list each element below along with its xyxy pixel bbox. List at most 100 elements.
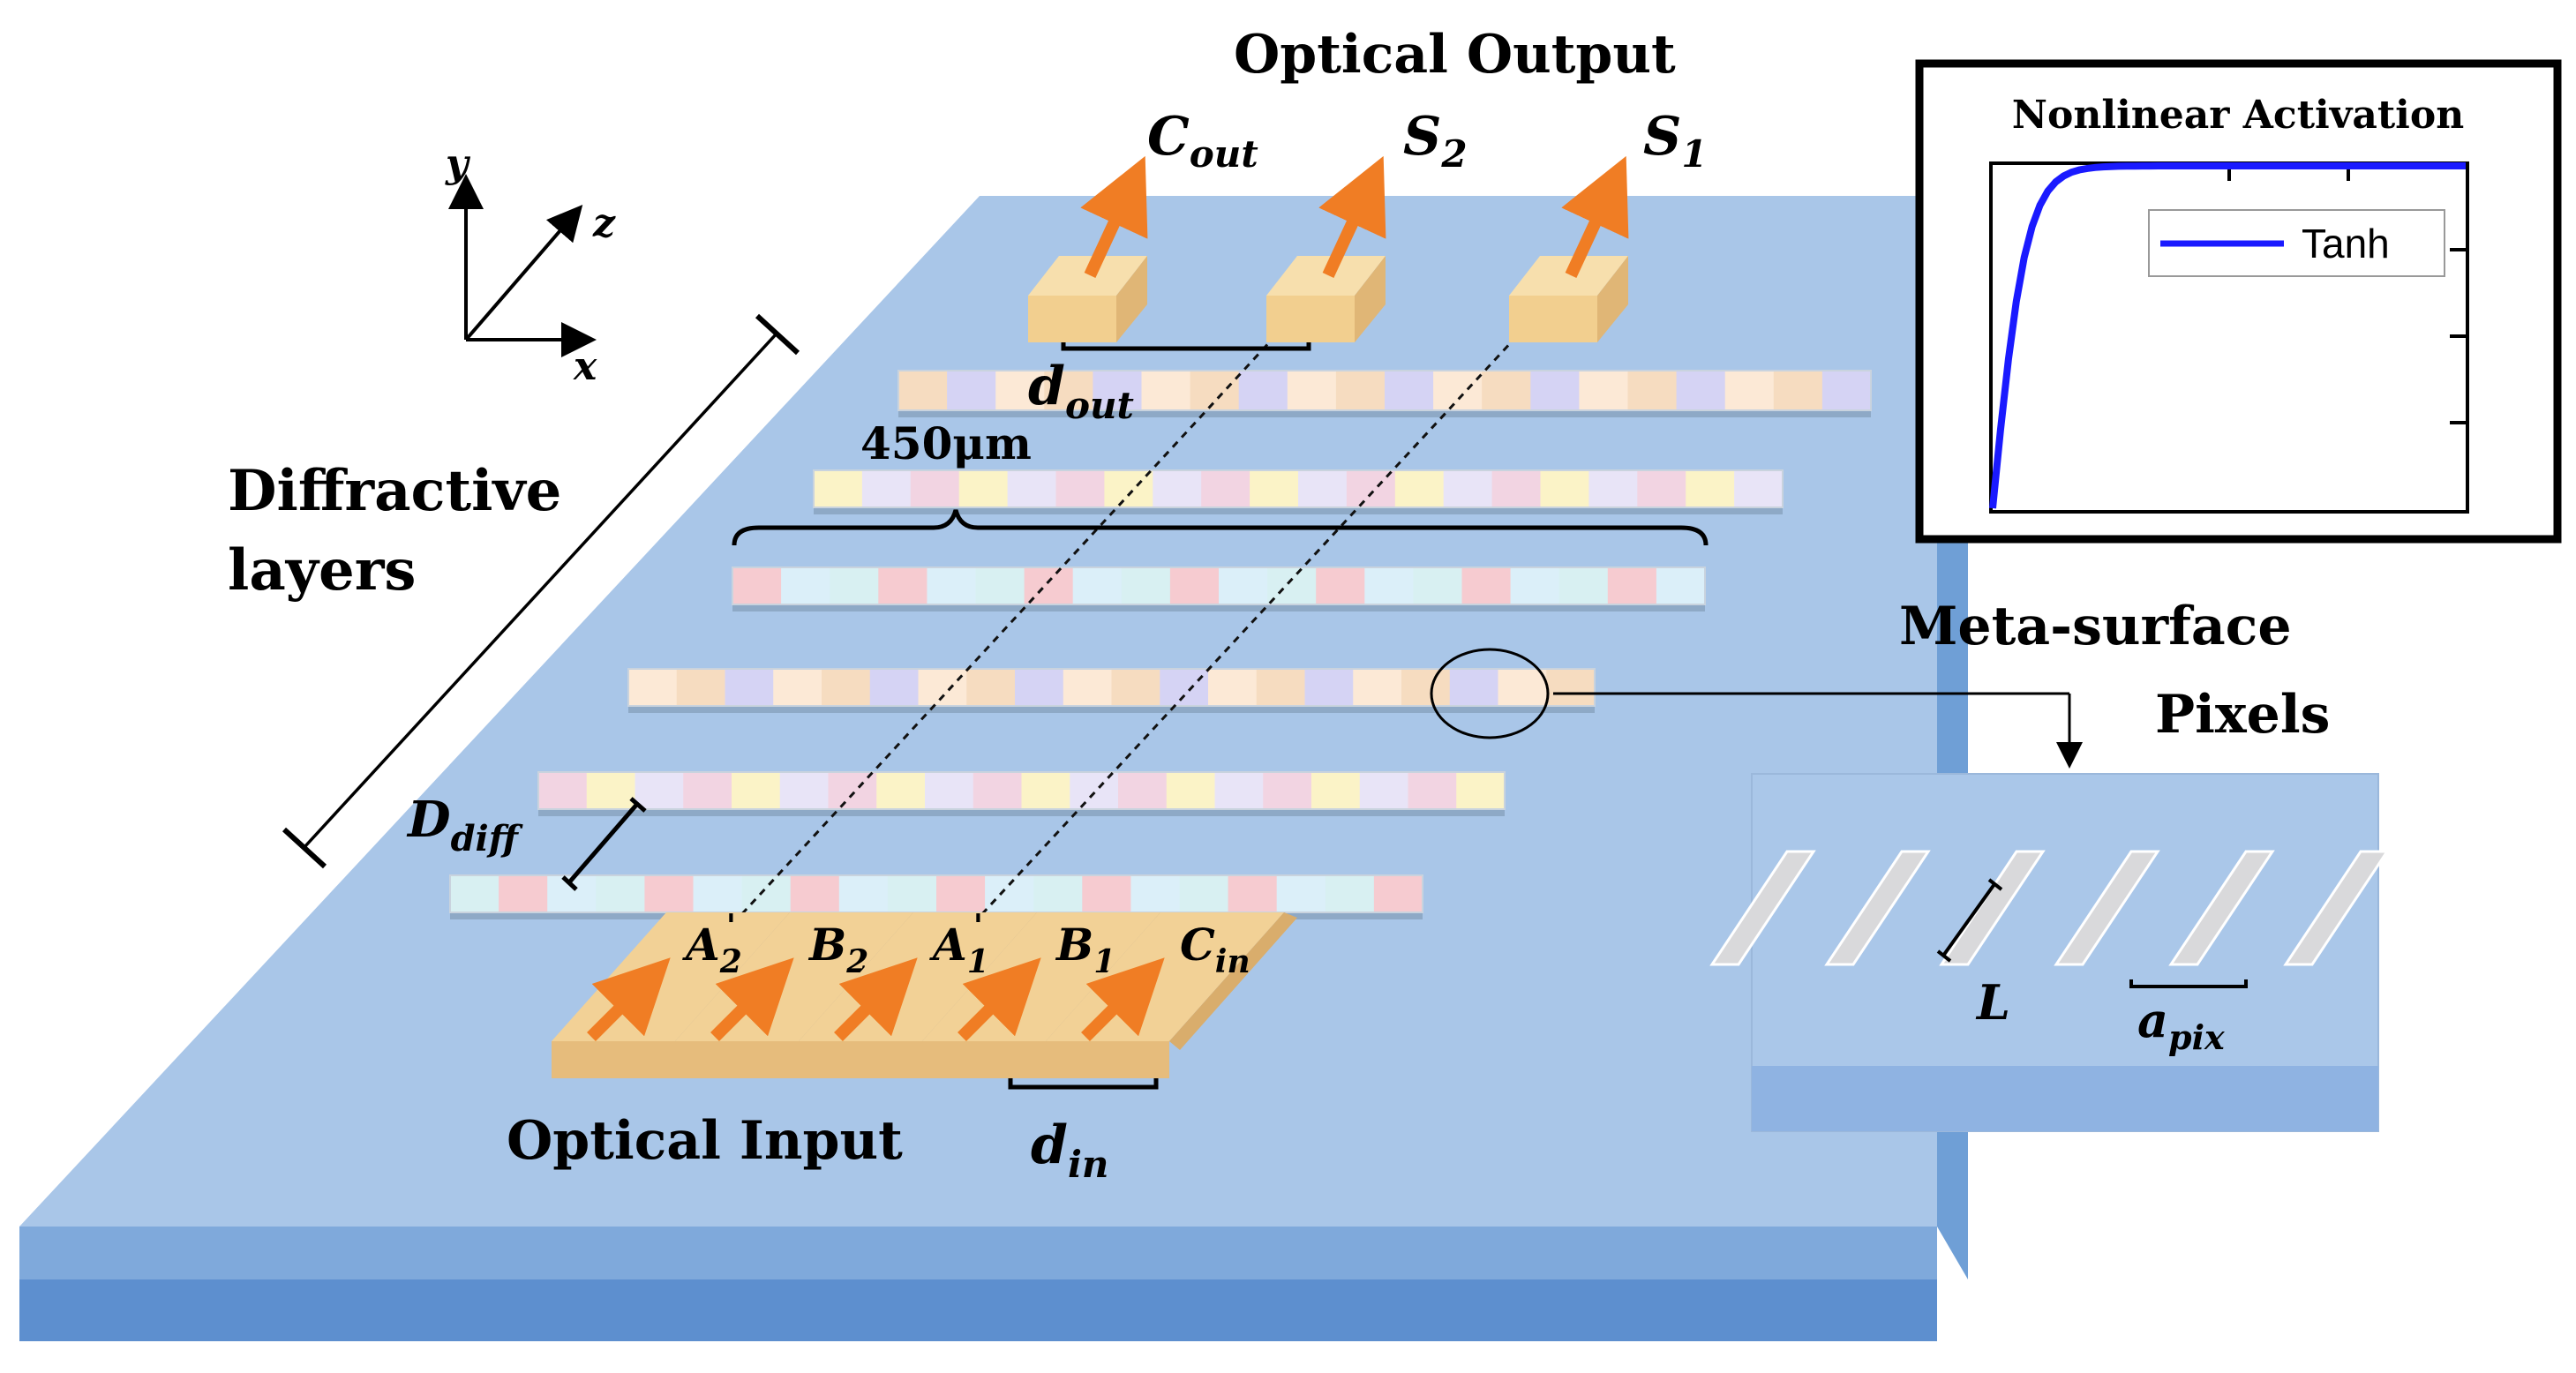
- diffractive-layers-title-2: layers: [228, 537, 416, 604]
- layer-pixel: [1007, 470, 1056, 507]
- meta-surface-slot: [1939, 850, 2046, 966]
- layer-pixel: [1676, 371, 1726, 410]
- input-arrow: [710, 957, 794, 1041]
- layer-pixel: [1456, 772, 1506, 809]
- layer-pixel: [1082, 875, 1131, 912]
- width-label: 450μm: [860, 417, 1032, 469]
- layer-pixel: [910, 470, 960, 507]
- layer-pixel: [1325, 875, 1375, 912]
- layer-pixel: [1179, 875, 1229, 912]
- layer-pixel: [822, 669, 871, 706]
- layer-pixel: [861, 470, 912, 507]
- layer-pixel: [1311, 772, 1361, 809]
- layer-pixel: [1093, 371, 1142, 410]
- layer-pixel: [918, 669, 967, 706]
- diffractive-layer-strip: [897, 370, 1872, 417]
- meta-surface-title-2: Pixels: [2155, 684, 2330, 746]
- diffractive-layer-strip: [537, 771, 1506, 816]
- input-label: A2': [682, 908, 742, 980]
- meta-surface-slots: [1709, 850, 2390, 966]
- layer-pixel: [1588, 470, 1638, 507]
- layer-pixel: [973, 772, 1022, 809]
- input-waveguide: Cin: [1046, 912, 1297, 1078]
- layer-pixel: [628, 669, 678, 706]
- layer-pixel: [676, 669, 725, 706]
- layer-pixel: [1166, 772, 1215, 809]
- layer-pixel: [1238, 371, 1288, 410]
- layer-pixel: [838, 875, 889, 912]
- layer-pixel: [1546, 669, 1596, 706]
- layer-pixel: [1656, 567, 1706, 604]
- layer-pixel: [1228, 875, 1278, 912]
- layer-pixel: [1153, 470, 1202, 507]
- z-axis-arrow: [464, 204, 583, 341]
- layer-pixel: [1686, 470, 1735, 507]
- layer-pixel: [995, 371, 1045, 410]
- d-diff-bracket: [567, 801, 640, 884]
- layer-pixel: [538, 772, 588, 809]
- input-arrow: [834, 957, 918, 1041]
- output-label: Cout: [1147, 106, 1258, 176]
- input-arrow: [1081, 957, 1165, 1041]
- layer-pixel: [1141, 371, 1191, 410]
- output-labels: Cout S2 S1: [1147, 106, 1708, 176]
- d-in-symbol: din: [1031, 1114, 1108, 1186]
- a-pix-symbol: apix: [2137, 992, 2226, 1057]
- layer-pixel: [1044, 371, 1093, 410]
- layer-pixel: [1482, 371, 1531, 410]
- layer-pixel: [1219, 567, 1268, 604]
- z-axis-label: z: [592, 201, 616, 246]
- output-label: S2: [1403, 106, 1468, 176]
- layer-pixel: [781, 567, 830, 604]
- output-waveguide: [1509, 155, 1629, 342]
- output-arrow: [1561, 155, 1629, 278]
- layer-pixel: [693, 875, 743, 912]
- optical-input-title: Optical Input: [507, 1110, 903, 1172]
- layer-pixel: [1263, 772, 1312, 809]
- meta-surface-slot: [2283, 850, 2390, 966]
- output-waveguide: [1266, 155, 1386, 342]
- layer-pixel: [1304, 669, 1354, 706]
- layer-pixel: [1408, 772, 1457, 809]
- layer-pixel: [732, 567, 782, 604]
- layer-pixel: [814, 470, 863, 507]
- input-label: A1': [929, 908, 989, 980]
- meta-surface-slot: [2168, 850, 2275, 966]
- layer-pixel: [1530, 371, 1580, 410]
- coordinate-axes: [448, 174, 597, 357]
- layer-pixel: [741, 875, 792, 912]
- layer-pixel: [1104, 470, 1153, 507]
- layer-pixel: [1443, 470, 1493, 507]
- diffractive-layers: [449, 370, 1872, 919]
- layer-pixel: [1160, 669, 1209, 706]
- d-out-bracket: [1061, 342, 1311, 351]
- layer-pixel: [1821, 371, 1872, 410]
- layer-pixel: [1637, 470, 1686, 507]
- layer-pixel: [1121, 567, 1171, 604]
- layer-pixel: [925, 772, 974, 809]
- a-pix-bracket: [2129, 979, 2248, 988]
- layer-pixel: [1413, 567, 1462, 604]
- diffractive-layer-strip: [732, 566, 1706, 611]
- d-in-bracket: [1008, 1078, 1159, 1090]
- optical-output-title: Optical Output: [1234, 24, 1676, 86]
- layer-pixel: [947, 371, 996, 410]
- layer-pixel: [878, 567, 928, 604]
- layer-pixel: [1724, 371, 1775, 410]
- layer-pixel: [958, 470, 1009, 507]
- pixel-highlight-circle: [1430, 648, 1550, 739]
- layer-pixel: [1734, 470, 1784, 507]
- layer-pixel: [1579, 371, 1628, 410]
- layer-pixel: [499, 875, 548, 912]
- layer-pixel: [1498, 669, 1547, 706]
- output-label: S1: [1643, 106, 1708, 176]
- layer-pixel: [1169, 567, 1220, 604]
- meta-surface-slot: [1824, 850, 1931, 966]
- input-arrow: [587, 957, 671, 1041]
- layer-pixel: [779, 772, 829, 809]
- guide-a1-to-s1: [944, 303, 1548, 955]
- layer-pixel: [1510, 567, 1560, 604]
- layer-pixel: [1267, 567, 1317, 604]
- layer-pixel: [1335, 371, 1386, 410]
